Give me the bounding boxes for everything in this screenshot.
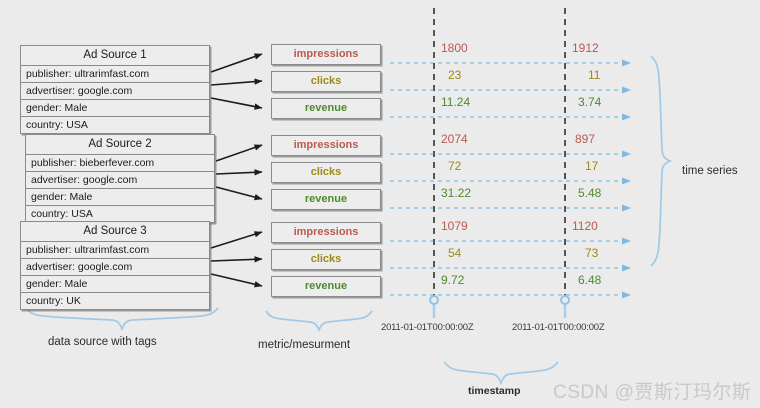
value-s1-revenue-t1: 11.24 [441,95,471,109]
timestamp-label-2: 2011-01-01T00:00:00Z [512,322,605,333]
connector-source3-revenue [210,273,263,288]
brace-data-source [25,307,219,332]
connector-source3-impressions [210,231,263,249]
data-source-tag-country: country: USA [26,206,214,222]
connector-source1-impressions [210,53,263,73]
data-source-tag-advertiser: advertiser: google.com [21,83,209,100]
data-source-tag-gender: gender: Male [21,100,209,117]
value-s3-revenue-t1: 9.72 [441,273,465,287]
metric-box-impressions-2[interactable]: impressions [271,135,381,156]
data-source-title: Ad Source 1 [21,46,209,66]
connector-group-source-3 [210,231,263,288]
metric-box-impressions-3[interactable]: impressions [271,222,381,243]
value-s1-impressions-t1: 1800 [441,41,468,55]
value-s2-revenue-t1: 31.22 [441,186,472,200]
data-source-box-3[interactable]: Ad Source 3 publisher: ultrarimfast.com … [20,221,210,310]
value-s3-clicks-t1: 54 [448,246,462,260]
value-s2-impressions-t1: 2074 [441,132,468,146]
value-s3-impressions-t1: 1079 [441,219,468,233]
value-s3-revenue-t2: 6.48 [578,273,602,287]
data-source-title: Ad Source 3 [21,222,209,242]
connector-group-source-1 [210,53,263,110]
data-source-tag-gender: gender: Male [26,189,214,206]
timestamp-marker-group [429,295,570,318]
metric-box-clicks-1[interactable]: clicks [271,71,381,92]
value-s1-clicks-t2: 11 [588,68,601,82]
value-s1-revenue-t2: 3.74 [578,95,602,109]
data-source-tag-advertiser: advertiser: google.com [21,259,209,276]
data-source-box-1[interactable]: Ad Source 1 publisher: ultrarimfast.com … [20,45,210,134]
value-s2-revenue-t2: 5.48 [578,186,602,200]
data-source-tag-country: country: USA [21,117,209,133]
metric-box-clicks-2[interactable]: clicks [271,162,381,183]
value-s1-clicks-t1: 23 [448,68,462,82]
metric-box-impressions-1[interactable]: impressions [271,44,381,65]
data-source-tag-publisher: publisher: ultrarimfast.com [21,242,209,259]
connector-source2-revenue [215,186,263,201]
data-source-tag-advertiser: advertiser: google.com [26,172,214,189]
csdn-watermark: CSDN @贾斯汀玛尔斯 [553,382,752,403]
data-source-tag-publisher: publisher: ultrarimfast.com [21,66,209,83]
value-s2-clicks-t2: 17 [585,159,599,173]
data-source-title: Ad Source 2 [26,135,214,155]
connector-source2-clicks [215,169,263,176]
value-s3-clicks-t2: 73 [585,246,599,260]
connector-source1-revenue [210,97,263,110]
connector-source2-impressions [215,144,263,162]
value-s2-clicks-t1: 72 [448,159,462,173]
timestamp-marker-dot-2 [560,295,570,305]
value-s3-impressions-t2: 1120 [572,219,598,233]
data-source-tag-country: country: UK [21,293,209,309]
connector-source1-clicks [210,78,263,86]
brace-metric [265,310,373,333]
caption-metric: metric/mesurment [258,339,351,351]
brace-timestamp [443,361,559,386]
value-s2-impressions-t2: 897 [575,132,596,146]
data-source-tag-publisher: publisher: bieberfever.com [26,155,214,172]
metric-box-revenue-2[interactable]: revenue [271,189,381,210]
timestamp-marker-dot-1 [429,295,439,305]
value-s1-impressions-t2: 1912 [572,41,599,55]
data-source-tag-gender: gender: Male [21,276,209,293]
caption-data-source: data source with tags [48,336,157,348]
caption-timestamp: timestamp [468,385,521,397]
data-source-box-2[interactable]: Ad Source 2 publisher: bieberfever.com a… [25,134,215,223]
connector-group-source-2 [215,144,263,201]
caption-time-series: time series [682,165,738,177]
metric-box-revenue-3[interactable]: revenue [271,276,381,297]
timestamp-label-1: 2011-01-01T00:00:00Z [381,322,474,333]
metric-box-clicks-3[interactable]: clicks [271,249,381,270]
brace-time-series [650,55,673,267]
connector-source3-clicks [210,256,263,263]
metric-box-revenue-1[interactable]: revenue [271,98,381,119]
